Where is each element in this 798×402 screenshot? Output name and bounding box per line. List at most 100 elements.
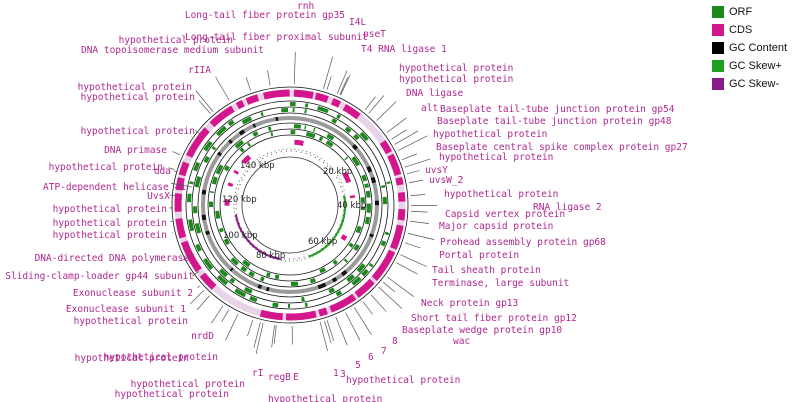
legend-label: GC Content xyxy=(729,42,788,54)
gene-label: hypothetical protein xyxy=(81,126,195,137)
leader-line xyxy=(408,179,424,184)
leader-line xyxy=(247,319,253,337)
orf-feature xyxy=(353,243,360,251)
orf-feature xyxy=(267,126,272,131)
cds-feature xyxy=(259,309,283,321)
orf-feature xyxy=(215,164,224,175)
orf-feature xyxy=(242,259,251,268)
gene-label: hypothetical protein xyxy=(74,316,188,327)
gene-label: hypothetical protein xyxy=(439,152,553,163)
track-circle xyxy=(213,128,367,282)
gc-content-peak xyxy=(252,123,257,128)
gene-label: UvsX xyxy=(147,191,170,202)
gc-content-peak xyxy=(257,284,263,290)
cds-feature xyxy=(294,139,304,146)
gc-skew-plus-swatch xyxy=(712,60,724,72)
orf-feature xyxy=(187,193,192,203)
orf-feature xyxy=(380,240,387,247)
legend-item-gc-skew-plus: GC Skew+ xyxy=(712,59,787,73)
orf-feature xyxy=(325,140,334,148)
gene-label: Short tail fiber protein gp12 xyxy=(411,313,577,324)
gene-label: hypothetical protein xyxy=(53,218,167,229)
gc-content-peak xyxy=(317,284,322,290)
leader-line xyxy=(336,70,348,94)
gene-label: uvsW_2 xyxy=(429,175,463,186)
legend-label: GC Skew- xyxy=(729,78,780,90)
cds-feature xyxy=(395,176,404,186)
gene-label: hypothetical protein xyxy=(131,379,245,390)
gene-label: Capsid vertex protein xyxy=(445,209,565,220)
cds-feature xyxy=(233,169,240,175)
leader-line xyxy=(172,151,181,156)
gc-content-peak xyxy=(366,165,373,173)
track-circle xyxy=(197,112,383,298)
orf-feature xyxy=(247,142,251,147)
cds-feature xyxy=(389,224,404,250)
cds-feature xyxy=(397,208,406,221)
gene-label: hypothetical protein xyxy=(268,394,382,402)
cds-feature xyxy=(175,218,187,239)
cds-feature xyxy=(340,234,348,241)
gene-label: dda xyxy=(154,166,171,177)
leader-line xyxy=(192,271,200,277)
gene-label: hypothetical protein xyxy=(119,35,233,46)
gene-label: hypothetical protein xyxy=(104,352,218,363)
cds-feature xyxy=(199,272,217,290)
genome-rings xyxy=(171,86,409,324)
orf-feature xyxy=(249,295,258,303)
orf-feature xyxy=(234,288,247,298)
leader-line xyxy=(326,76,332,90)
scale-label: 100 kbp xyxy=(223,231,258,241)
gene-label: nrdD xyxy=(191,331,214,342)
track-circle xyxy=(191,106,389,304)
orf-feature xyxy=(365,190,371,198)
orf-feature xyxy=(364,183,370,189)
orf-feature xyxy=(274,274,280,280)
orf-feature xyxy=(353,133,360,141)
gc-content-peak xyxy=(331,276,338,283)
gene-label: rI xyxy=(252,368,263,379)
gene-label: Portal protein xyxy=(439,250,519,261)
cds-feature xyxy=(235,100,245,110)
gene-label: DNA primase xyxy=(104,145,167,156)
cds-feature xyxy=(379,140,393,155)
leader-line xyxy=(400,254,427,267)
orf-feature xyxy=(309,277,316,284)
orf-feature xyxy=(384,231,390,236)
leader-line xyxy=(406,170,420,175)
gene-label: hypothetical protein xyxy=(53,230,167,241)
orf-feature xyxy=(216,274,229,286)
orf-feature xyxy=(218,227,224,233)
gene-label: Baseplate wedge protein gp10 xyxy=(402,325,562,336)
orf-feature xyxy=(361,174,368,182)
gene-label: wac xyxy=(453,336,470,347)
leader-line xyxy=(196,295,210,311)
leader-line xyxy=(319,322,328,352)
gene-label: Baseplate central spike complex protein … xyxy=(436,142,688,153)
gene-label: rnh xyxy=(297,1,314,12)
cds-feature xyxy=(175,177,185,191)
cds-feature xyxy=(178,161,190,177)
orf-feature xyxy=(241,116,253,125)
leader-line xyxy=(382,281,396,293)
gc-content-peak xyxy=(351,143,359,151)
track-circle xyxy=(207,122,373,288)
gene-label: hypothetical protein xyxy=(81,92,195,103)
orf-feature xyxy=(356,263,366,273)
cds-feature xyxy=(371,249,396,281)
scale-label: 40 kbp xyxy=(337,201,366,211)
leader-line xyxy=(409,220,429,224)
cds-feature xyxy=(330,98,342,108)
orf-feature xyxy=(335,290,343,297)
gene-label: hypothetical protein xyxy=(399,74,513,85)
gene-label: 5 xyxy=(355,360,361,371)
leader-line xyxy=(402,153,417,160)
legend: ORF CDS GC Content GC Skew+ GC Skew- xyxy=(712,5,787,95)
leader-line xyxy=(335,316,348,346)
gene-label: pseT xyxy=(363,29,386,40)
leader-line xyxy=(168,167,175,170)
gene-label: hypothetical protein xyxy=(115,389,229,400)
gene-label: Tail sheath protein xyxy=(432,265,541,276)
orf-feature xyxy=(194,176,202,188)
gene-label: Baseplate tail-tube junction protein gp4… xyxy=(437,116,672,127)
